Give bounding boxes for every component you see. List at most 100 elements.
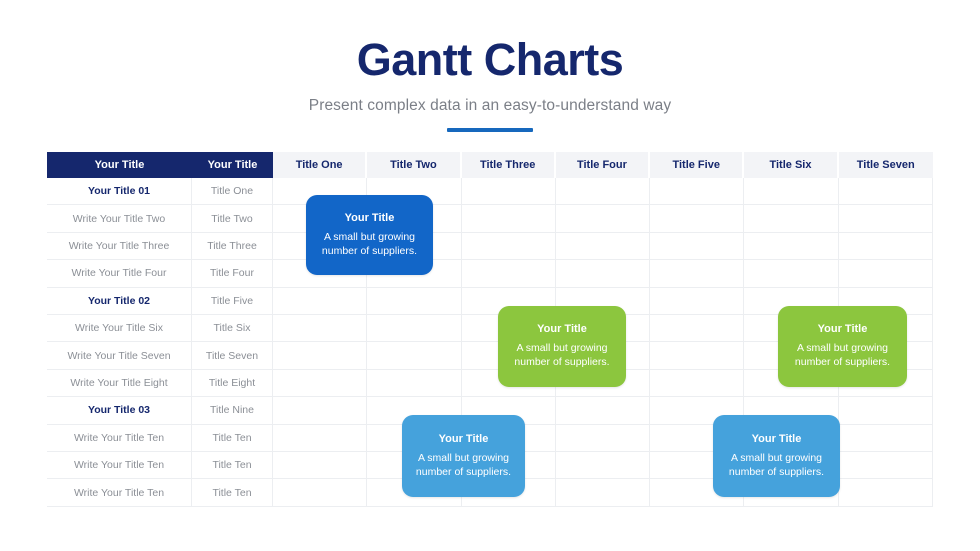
grid-cell[interactable] <box>838 232 933 261</box>
column-header-9[interactable]: Title Seven <box>838 152 933 178</box>
gantt-bar-1[interactable]: Your Title A small but growing number of … <box>306 195 433 275</box>
column-header-4[interactable]: Title Two <box>367 152 462 178</box>
row-sublabel: Title Nine <box>192 397 273 425</box>
gantt-bar-2[interactable]: Your Title A small but growing number of … <box>498 306 626 387</box>
gantt-bar-body: A small but growing number of suppliers. <box>415 451 512 478</box>
grid-cell[interactable] <box>273 452 368 480</box>
grid-cell[interactable] <box>650 315 745 343</box>
grid-cell[interactable] <box>367 369 462 398</box>
gantt-bar-body: A small but growing number of suppliers. <box>514 342 610 369</box>
grid-cell[interactable] <box>744 232 839 261</box>
grid-cell[interactable] <box>555 452 651 480</box>
grid-cell[interactable] <box>838 452 933 480</box>
grid-cell[interactable] <box>555 232 651 261</box>
grid-cell[interactable] <box>555 397 651 425</box>
gantt-bar-title: Your Title <box>344 211 395 224</box>
gantt-bar-4[interactable]: Your Title A small but growing number of … <box>402 415 525 497</box>
row-sublabel: Title Three <box>192 232 273 261</box>
grid-cell[interactable] <box>838 397 933 425</box>
row-sublabel: Title Five <box>192 287 273 315</box>
grid-cell[interactable] <box>650 232 745 261</box>
gantt-bar-title: Your Title <box>438 432 489 445</box>
grid-cell[interactable] <box>461 232 556 261</box>
grid-cell[interactable] <box>650 287 745 315</box>
gantt-bar-body: A small but growing number of suppliers. <box>794 342 891 369</box>
grid-cell[interactable] <box>838 178 933 206</box>
column-header-3[interactable]: Title One <box>273 152 368 178</box>
row-label: Write Your Title Three <box>47 232 192 261</box>
row-sublabel: Title Ten <box>192 479 273 507</box>
grid-cell[interactable] <box>273 424 368 452</box>
grid-cell[interactable] <box>650 178 745 206</box>
grid-cell[interactable] <box>273 397 368 425</box>
column-header-2[interactable]: Your Title <box>192 152 273 178</box>
page-title: Gantt Charts <box>356 34 624 85</box>
grid-cell[interactable] <box>555 178 651 206</box>
grid-cell[interactable] <box>555 260 651 288</box>
grid-cell[interactable] <box>273 342 368 370</box>
grid-cell[interactable] <box>838 260 933 288</box>
gantt-bar-body: A small but growing number of suppliers. <box>728 451 825 478</box>
grid-cell[interactable] <box>838 205 933 233</box>
grid-cell[interactable] <box>367 287 462 315</box>
column-header-1[interactable]: Your Title <box>47 152 192 178</box>
row-label: Write Your Title Four <box>47 260 192 288</box>
page-subtitle: Present complex data in an easy-to-under… <box>308 97 672 114</box>
grid-cell[interactable] <box>555 479 651 507</box>
column-header-7[interactable]: Title Five <box>650 152 745 178</box>
grid-cell[interactable] <box>744 178 839 206</box>
gantt-bar-title: Your Title <box>817 323 868 336</box>
gantt-bar-title: Your Title <box>751 432 802 445</box>
gantt-bar-3[interactable]: Your Title A small but growing number of … <box>778 306 907 387</box>
gantt-bar-title: Your Title <box>537 323 587 336</box>
grid-cell[interactable] <box>650 260 745 288</box>
grid-cell[interactable] <box>650 205 745 233</box>
row-label: Write Your Title Ten <box>47 424 192 452</box>
row-sublabel: Title Eight <box>192 369 273 398</box>
column-header-8[interactable]: Title Six <box>744 152 839 178</box>
grid-cell[interactable] <box>461 260 556 288</box>
row-sublabel: Title Two <box>192 205 273 233</box>
grid-cell[interactable] <box>650 369 745 398</box>
grid-cell[interactable] <box>744 205 839 233</box>
row-label: Write Your Title Six <box>47 315 192 343</box>
row-label: Your Title 01 <box>47 178 192 206</box>
grid-cell[interactable] <box>555 205 651 233</box>
gantt-bar-5[interactable]: Your Title A small but growing number of … <box>713 415 840 497</box>
grid-cell[interactable] <box>273 315 368 343</box>
grid-cell[interactable] <box>744 260 839 288</box>
row-label: Write Your Title Two <box>47 205 192 233</box>
grid-cell[interactable] <box>461 205 556 233</box>
grid-cell[interactable] <box>273 369 368 398</box>
grid-cell[interactable] <box>273 287 368 315</box>
row-sublabel: Title Four <box>192 260 273 288</box>
column-header-5[interactable]: Title Three <box>461 152 556 178</box>
grid-cell[interactable] <box>367 315 462 343</box>
grid-cell[interactable] <box>838 424 933 452</box>
row-sublabel: Title Ten <box>192 424 273 452</box>
row-sublabel: Title One <box>192 178 273 206</box>
grid-cell[interactable] <box>555 424 651 452</box>
grid-cell[interactable] <box>838 479 933 507</box>
row-sublabel: Title Seven <box>192 342 273 370</box>
grid-cell[interactable] <box>273 479 368 507</box>
column-header-6[interactable]: Title Four <box>555 152 651 178</box>
title-accent-bar <box>447 128 533 132</box>
grid-cell[interactable] <box>367 342 462 370</box>
row-label: Write Your Title Seven <box>47 342 192 370</box>
grid-cell[interactable] <box>461 178 556 206</box>
row-sublabel: Title Six <box>192 315 273 343</box>
row-label: Write Your Title Ten <box>47 479 192 507</box>
grid-cell[interactable] <box>650 342 745 370</box>
row-sublabel: Title Ten <box>192 452 273 480</box>
row-label: Your Title 03 <box>47 397 192 425</box>
gantt-bar-body: A small but growing number of suppliers. <box>321 230 418 257</box>
row-label: Your Title 02 <box>47 287 192 315</box>
